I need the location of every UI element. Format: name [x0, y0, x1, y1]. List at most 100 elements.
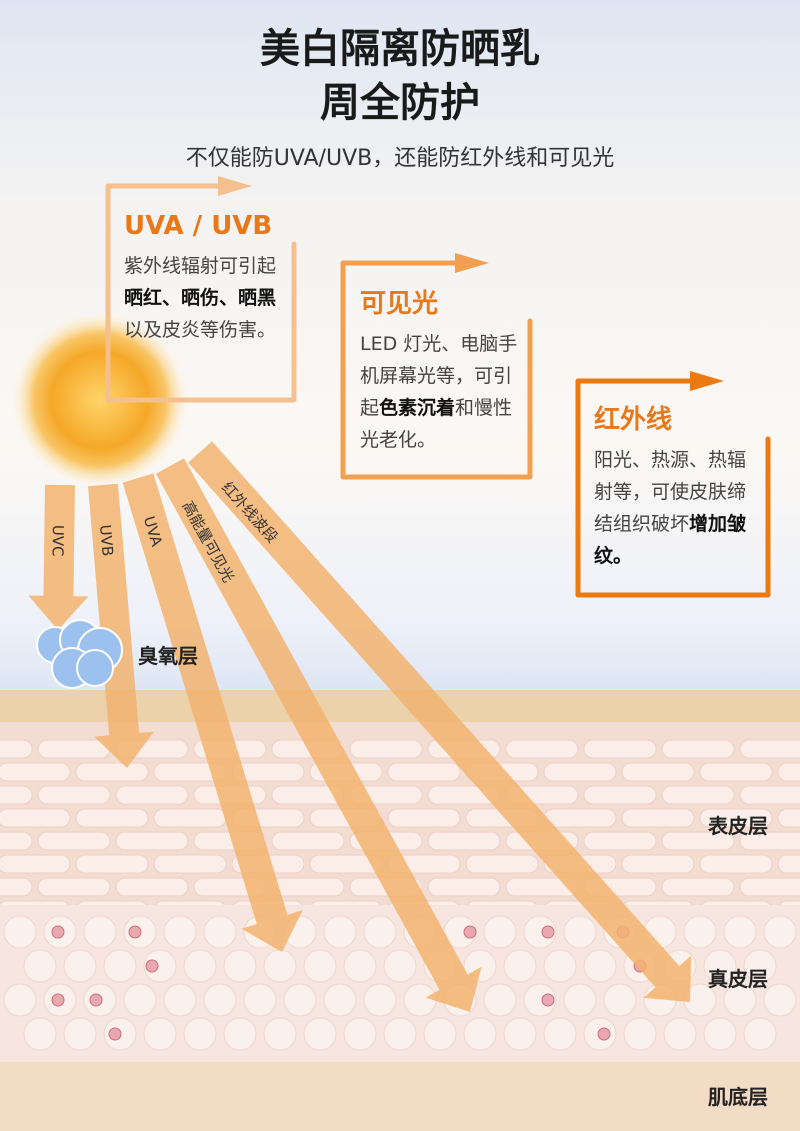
beam-label: UVC — [49, 524, 68, 557]
beam-arrow-UVB — [88, 483, 155, 768]
epidermis-cell — [349, 739, 423, 759]
dermis-cell — [163, 983, 197, 1017]
dermis-cell — [723, 983, 757, 1017]
dermis-cell — [743, 949, 777, 983]
epidermis-cell — [75, 808, 149, 828]
box-heading: 红外线 — [594, 405, 673, 435]
epidermis-cell — [739, 877, 800, 897]
box-text-bold: 色素沉着 — [379, 397, 456, 419]
dermis-cell — [483, 983, 517, 1017]
pigment-dot — [128, 925, 142, 939]
dermis-cell — [403, 983, 437, 1017]
epidermis-cell — [153, 808, 227, 828]
dermis-cell — [323, 983, 357, 1017]
epidermis-cell — [0, 831, 33, 851]
dermis-cell — [383, 1017, 417, 1051]
dermis-cell — [103, 949, 137, 983]
subtitle: 不仅能防UVA/UVB，还能防红外线和可见光 — [185, 146, 615, 171]
epidermis-cell — [0, 877, 33, 897]
epidermis-cell — [583, 831, 657, 851]
beam-arrow-UVA — [122, 473, 303, 952]
epidermis-cell — [37, 831, 111, 851]
beam-arrow-红外线波段 — [188, 441, 692, 1002]
epidermis-cell — [583, 739, 657, 759]
dermis-cell — [543, 1017, 577, 1051]
box-text: 以及皮炎等伤害。 — [124, 319, 277, 341]
pigment-dot — [89, 993, 103, 1007]
epidermis-cell — [777, 808, 800, 828]
box-border — [340, 260, 533, 480]
dermis-cell — [523, 915, 557, 949]
dermis-cell — [23, 949, 57, 983]
box-text: 紫外线辐射可引起 — [124, 255, 277, 277]
ozone-label: 臭氧层 — [138, 644, 198, 668]
epidermis-cell — [0, 808, 71, 828]
epidermis-cell — [271, 877, 345, 897]
box-text-bold: 增加皱纹。 — [594, 513, 747, 567]
dermis-cell — [523, 983, 557, 1017]
dermis-cell — [143, 1017, 177, 1051]
epidermis-cell — [621, 808, 695, 828]
dermis-cell — [263, 949, 297, 983]
visible-light-box: 可见光 LED 灯光、电脑手机屏幕光等，可引起色素沉着和慢性光老化。 — [360, 284, 522, 456]
epidermis-cell — [0, 785, 33, 805]
dermis-cell — [343, 949, 377, 983]
epidermis-cell — [427, 877, 501, 897]
epidermis-label: 表皮层 — [708, 814, 768, 838]
dermis-cell — [763, 983, 797, 1017]
epidermis-cell — [37, 785, 111, 805]
dermis-cell — [683, 915, 717, 949]
dermis-cell — [263, 1017, 297, 1051]
epidermis-cell — [543, 762, 617, 782]
epidermis-cell — [739, 831, 800, 851]
dermis-cell — [123, 983, 157, 1017]
pigment-dot — [597, 1027, 611, 1041]
epidermis-cell — [387, 762, 461, 782]
dermis-cell — [23, 1017, 57, 1051]
epidermis-cell — [699, 808, 773, 828]
epidermis-cell — [387, 808, 461, 828]
uva-uvb-box: UVA / UVB 紫外线辐射可引起晒红、晒伤、晒黑以及皮炎等伤害。 — [124, 206, 289, 346]
box-border — [105, 183, 297, 403]
beam-label: UVB — [96, 524, 118, 558]
epidermis-cell — [699, 854, 773, 874]
dermis-cell — [583, 949, 617, 983]
dermis-cell — [63, 949, 97, 983]
epidermis-cell — [0, 762, 71, 782]
beam-arrow-UVC — [28, 484, 89, 630]
dermis-cell — [163, 915, 197, 949]
epidermis-cell — [699, 762, 773, 782]
epidermis-cell — [739, 785, 800, 805]
epidermis-cell — [661, 831, 735, 851]
dermis-cell — [703, 1017, 737, 1051]
arrow-right-icon — [455, 253, 489, 273]
epidermis-cell — [543, 808, 617, 828]
dermis-cell — [763, 915, 797, 949]
epidermis-cell — [153, 854, 227, 874]
pigment-dot — [463, 925, 477, 939]
box-text-bold: 晒红、晒伤、晒黑 — [124, 287, 277, 309]
epidermis-cell — [37, 739, 111, 759]
box-heading: UVA / UVB — [124, 211, 273, 241]
epidermis-cell — [75, 854, 149, 874]
dermis-cell — [323, 915, 357, 949]
dermis-cell — [63, 1017, 97, 1051]
arrow-right-icon — [690, 371, 724, 391]
dermis-cell — [563, 915, 597, 949]
dermis-cell — [3, 915, 37, 949]
epidermis-cell — [0, 739, 33, 759]
dermis-cell — [503, 949, 537, 983]
subcutis-layer — [0, 1062, 800, 1131]
epidermis-cell — [777, 854, 800, 874]
dermis-cell — [483, 915, 517, 949]
pigment-dot — [541, 925, 555, 939]
dermis-cell — [723, 915, 757, 949]
dermis-cell — [203, 915, 237, 949]
epidermis-cell — [427, 831, 501, 851]
epidermis-cell — [621, 762, 695, 782]
dermis-cell — [463, 1017, 497, 1051]
pigment-dot — [51, 993, 65, 1007]
dermis-cell — [3, 983, 37, 1017]
dermis-cell — [203, 983, 237, 1017]
